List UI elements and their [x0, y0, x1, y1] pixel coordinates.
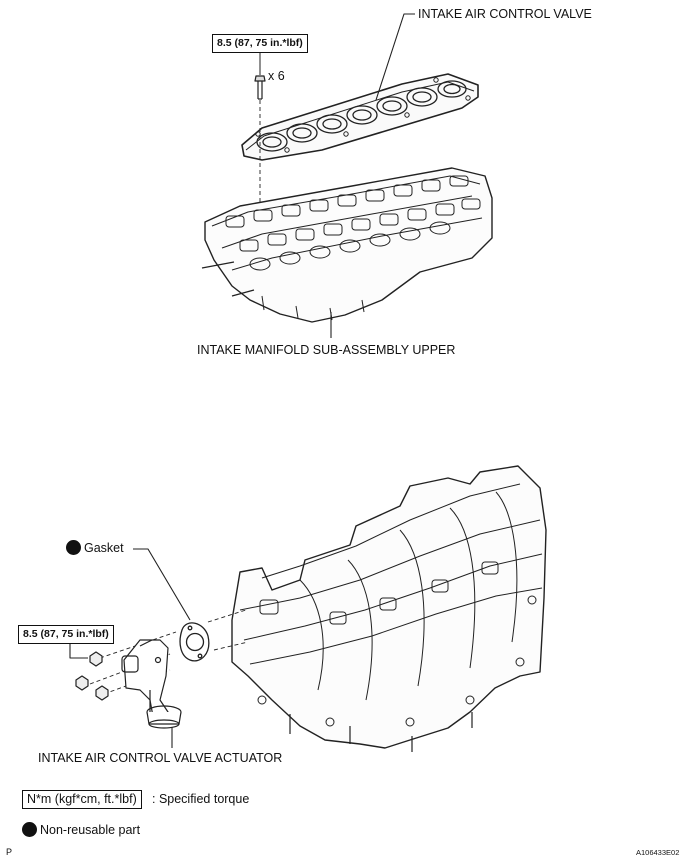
label-gasket: Gasket	[66, 540, 124, 555]
legend-non-reusable-text: Non-reusable part	[40, 823, 141, 837]
label-intake-manifold-upper: INTAKE MANIFOLD SUB-ASSEMBLY UPPER	[197, 343, 456, 357]
label-gasket-text: Gasket	[84, 541, 124, 555]
intake-manifold-lower-view	[231, 465, 547, 752]
gasket-part	[179, 622, 210, 662]
legend-torque-text: : Specified torque	[152, 792, 250, 806]
bolt-top	[254, 75, 266, 100]
non-reusable-legend-icon	[22, 822, 37, 837]
legend-non-reusable: Non-reusable part	[22, 822, 140, 837]
footer-left-mark: P	[6, 847, 13, 857]
label-actuator: INTAKE AIR CONTROL VALVE ACTUATOR	[38, 751, 283, 765]
torque-spec-top: 8.5 (87, 75 in.*lbf)	[212, 34, 308, 53]
actuator-part	[121, 639, 182, 729]
intake-air-control-valve-part	[241, 73, 479, 161]
figure-id: A106433E02	[636, 848, 680, 857]
non-reusable-icon	[66, 540, 81, 555]
label-bolt-count: x 6	[268, 69, 285, 83]
legend-torque-unit: N*m (kgf*cm, ft.*lbf)	[22, 790, 142, 809]
label-intake-air-control-valve: INTAKE AIR CONTROL VALVE	[418, 7, 592, 21]
intake-manifold-upper-part	[201, 167, 493, 323]
torque-spec-bottom: 8.5 (87, 75 in.*lbf)	[18, 625, 114, 644]
